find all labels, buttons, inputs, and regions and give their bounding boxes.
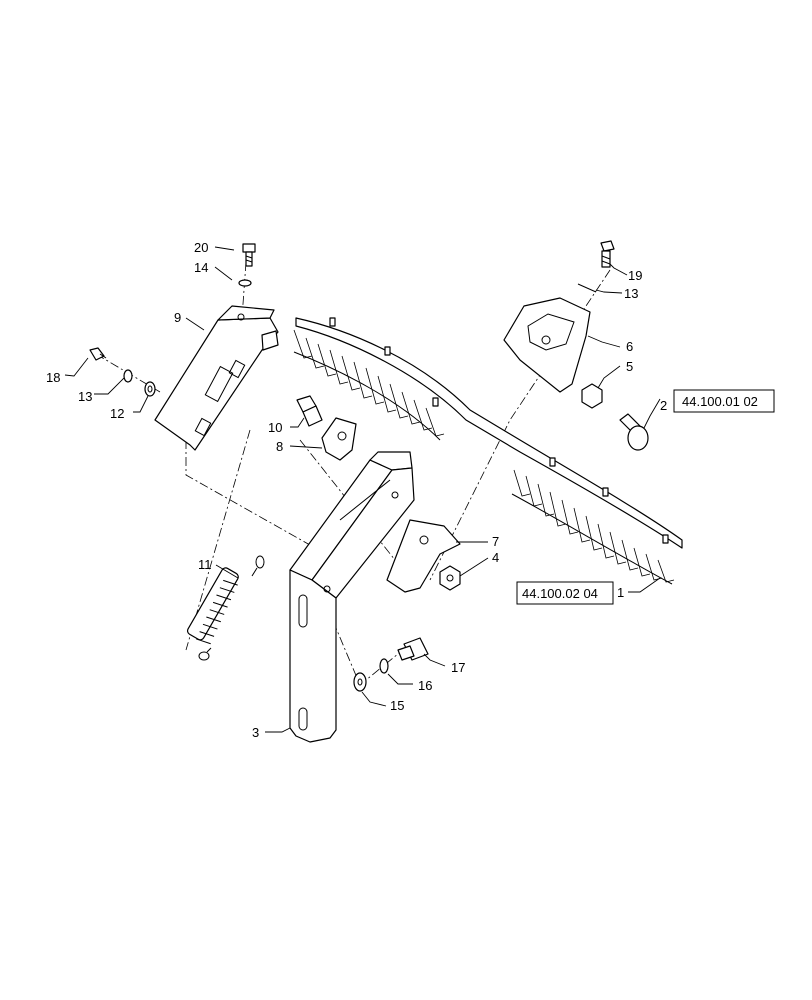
callout-17: 17	[451, 660, 465, 675]
callout-6: 6	[626, 339, 633, 354]
brush-bristles-left	[293, 329, 445, 441]
callout-7: 7	[492, 534, 499, 549]
part-9-guard-bracket	[154, 305, 279, 451]
callout-12: 12	[110, 406, 124, 421]
callout-10: 10	[268, 420, 282, 435]
part-19-bolt	[600, 240, 615, 268]
part-7-bracket	[386, 519, 461, 593]
brush-mount-bolts	[329, 317, 669, 544]
part-14-washer	[238, 279, 252, 287]
callout-13-left: 13	[78, 389, 92, 404]
part-18-bolt	[89, 347, 107, 361]
part-10-bolt	[296, 395, 323, 427]
part-15-washer	[353, 672, 367, 692]
reference-upper-text: 44.100.01 02	[682, 394, 758, 409]
callout-3: 3	[252, 725, 259, 740]
part-11-spring	[186, 555, 265, 661]
callout-20: 20	[194, 240, 208, 255]
callout-5: 5	[626, 359, 633, 374]
part-12-flat-washer	[144, 381, 156, 397]
part-3-upright-arm	[289, 451, 415, 743]
reference-box-lower: 44.100.02 04	[516, 581, 614, 605]
callout-labels: 20 14 9 18 13 12 10 8 11 3 15 16 17 7 4 …	[46, 240, 667, 740]
callout-14: 14	[194, 260, 208, 275]
part-13-lock-washer-right	[577, 283, 597, 293]
part-20-bolt	[242, 243, 256, 267]
part-16-lock-washer	[379, 658, 389, 674]
callout-18: 18	[46, 370, 60, 385]
part-8-bracket	[321, 417, 357, 461]
callout-13-right: 13	[624, 286, 638, 301]
callout-11: 11	[198, 557, 212, 572]
callout-8: 8	[276, 439, 283, 454]
brush-bristles-right	[511, 469, 675, 585]
reference-lower-text: 44.100.02 04	[522, 586, 598, 601]
part-5-nut	[581, 383, 603, 409]
part-13-lock-washer-left	[123, 369, 133, 383]
callout-15: 15	[390, 698, 404, 713]
part-17-bolt	[397, 637, 429, 661]
callout-19: 19	[628, 268, 642, 283]
leader-lines	[64, 246, 661, 733]
part-6-housing	[503, 297, 591, 393]
callout-16: 16	[418, 678, 432, 693]
callout-2: 2	[660, 398, 667, 413]
callout-4: 4	[492, 550, 499, 565]
reference-box-upper: 44.100.01 02	[673, 389, 775, 413]
callout-9: 9	[174, 310, 181, 325]
part-4-nut	[439, 565, 461, 591]
callout-1: 1	[617, 585, 624, 600]
part-2-knob	[619, 413, 649, 451]
part-1-brush-bar	[293, 317, 683, 585]
